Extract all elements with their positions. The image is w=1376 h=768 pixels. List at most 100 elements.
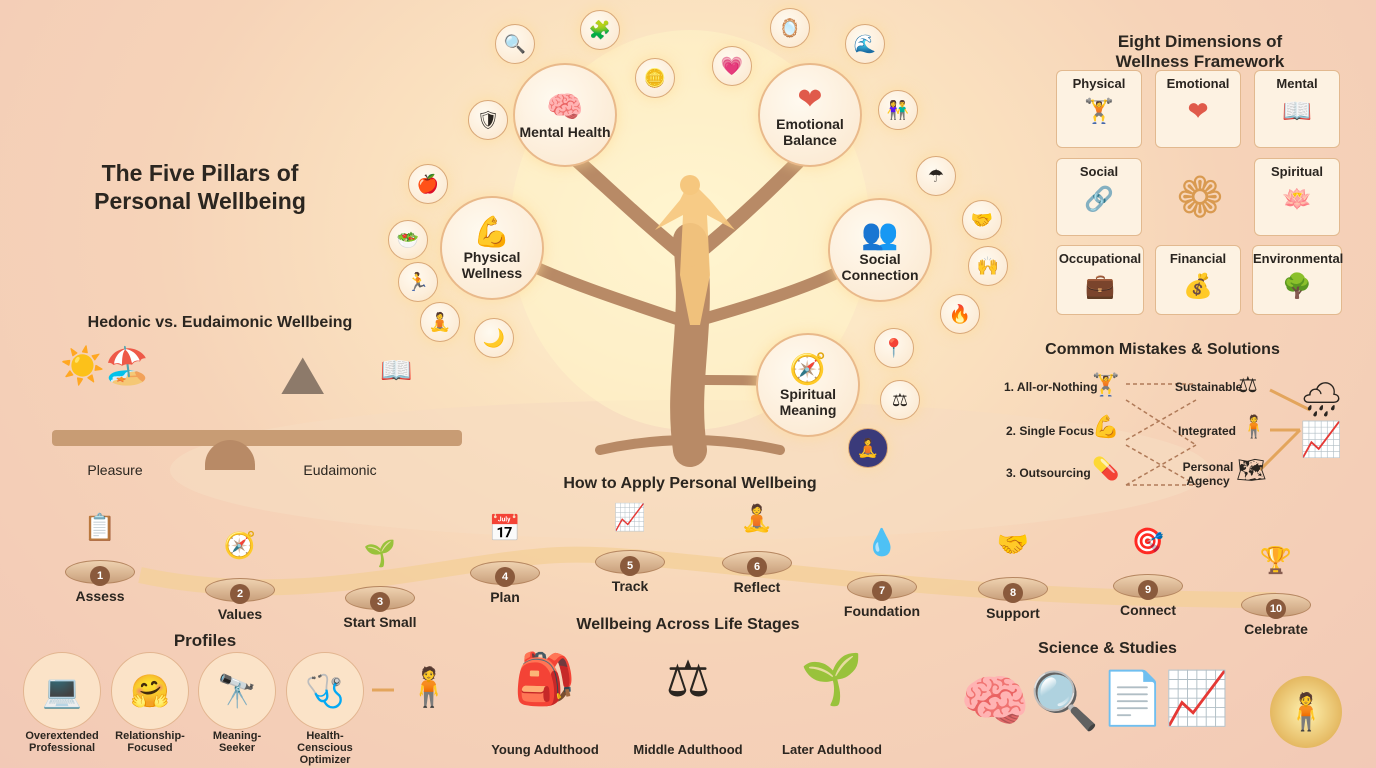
profile-label: Meaning-Seeker [212, 730, 262, 755]
mistakes-title: Common Mistakes & Solutions [1045, 341, 1280, 358]
title-line: Wellness Framework [1115, 52, 1285, 72]
step-label: Values [217, 606, 263, 622]
dumbbell-icon: 🏋 [1084, 98, 1114, 125]
step-number: 7 [872, 581, 892, 601]
main-title: The Five Pillars of Personal Wellbeing [60, 160, 340, 215]
profile-avatar: 🔭 [198, 652, 276, 730]
sleep-moon-icon: 🌙 [474, 318, 514, 358]
step-label: Assess [75, 588, 125, 604]
step-icon: 💧 [865, 527, 899, 557]
pillar-label: Spiritual Meaning [779, 386, 837, 418]
seesaw-plank [52, 430, 462, 446]
dimension-label: Spiritual [1270, 164, 1323, 179]
step-icon: 🏆 [1259, 545, 1293, 575]
balanced-figure-icon: 🧍 [405, 667, 453, 709]
solution-3: Personal Agency [1182, 460, 1234, 488]
dimension-label: Financial [1169, 251, 1227, 266]
dimension-label: Social [1079, 164, 1119, 179]
step-label: Plan [490, 589, 520, 605]
solution-1: Sustainable [1175, 380, 1243, 394]
couple-icon: 👫 [878, 90, 918, 130]
mistake-1: 1. All-or-Nothing [1004, 380, 1098, 394]
step-label: Celebrate [1244, 621, 1308, 637]
map-icon: 🗺 [1236, 457, 1267, 484]
heart-icon: ❤ [797, 83, 823, 117]
dimension-social: Social🔗 [1056, 158, 1142, 236]
coins-icon: 🪙 [635, 58, 675, 98]
dimension-spiritual: Spiritual🪷 [1254, 158, 1340, 236]
path-icon: 📍 [874, 328, 914, 368]
dimension-label: Occupational [1058, 251, 1142, 266]
life-stage-label: Middle Adulthood [633, 742, 743, 757]
profile-avatar: 🩺 [286, 652, 364, 730]
step-icon: 📈 [613, 502, 647, 532]
pill-bottle-icon: 💊 [1092, 456, 1120, 481]
step-number: 2 [230, 584, 250, 604]
waves-icon: 🌊 [845, 24, 885, 64]
glowing-person-icon: 🧍 [1270, 676, 1342, 748]
heart-icon: ❤ [1187, 98, 1209, 125]
step-number: 1 [90, 566, 110, 586]
step-number: 6 [747, 557, 767, 577]
book-icon: 📖 [1282, 98, 1312, 125]
research-papers-icon: 📄📈 [1100, 670, 1230, 728]
briefcase-icon: 💼 [1085, 273, 1115, 300]
main-title-line1: The Five Pillars of [101, 160, 299, 186]
step-label: Track [611, 578, 649, 594]
step-icon: 📅 [488, 513, 522, 543]
step-number: 5 [620, 556, 640, 576]
brain-icon: 🧠 [546, 90, 584, 124]
life-stage-label: Young Adulthood [491, 742, 599, 757]
muscle-icon: 💪 [1092, 414, 1120, 439]
main-title-line2: Personal Wellbeing [94, 187, 306, 214]
hedonic-title: Hedonic vs. Eudaimonic Wellbeing [87, 314, 353, 331]
step-icon: 🎯 [1131, 526, 1165, 556]
title-line: Eight Dimensions of [1117, 32, 1283, 51]
balance-figure-icon: ⚖ [1238, 372, 1258, 397]
solution-2: Integrated [1178, 424, 1237, 438]
dumbbell-figure-icon: 🏋 [1092, 372, 1120, 397]
coins-icon: 💰 [1183, 273, 1213, 300]
profile-label: Overextended Professional [25, 730, 99, 755]
integrated-figure-icon: 🧍 [1240, 414, 1268, 439]
step-icon: 📋 [83, 512, 117, 542]
growth-figure-icon: 🌧📈 [1300, 381, 1344, 459]
magnifier-icon: 🔍 [495, 24, 535, 64]
pillar-label: Mental Health [519, 123, 611, 140]
profile-avatar: 💻 [23, 652, 101, 730]
step-number: 9 [1138, 580, 1158, 600]
step-label: Support [986, 605, 1040, 621]
dimension-label: Environmental [1253, 251, 1344, 266]
pillar-label: Social Connection [841, 251, 919, 283]
life-stage-label: Later Adulthood [782, 742, 882, 757]
pillar-mental-health: 🧠Mental Health [513, 63, 617, 167]
life-stage-icon: ⚖ [665, 651, 711, 707]
mountain-icon: ⛰ [280, 346, 326, 406]
pillar-label: Physical Wellness [461, 249, 523, 281]
step-number: 4 [495, 567, 515, 587]
people-icon: 👥 [861, 218, 899, 252]
leisure-scene-icon: ☀️🏖️ [60, 345, 150, 386]
step-number: 10 [1266, 599, 1286, 619]
dimension-occupational: Occupational 💼 [1056, 245, 1144, 315]
step-number: 3 [370, 592, 390, 612]
umbrella-icon: ☂ [916, 156, 956, 196]
pillar-social-connection: 👥Social Connection [828, 198, 932, 302]
pillar-emotional-balance: ❤Emotional Balance [758, 63, 862, 167]
apple-icon: 🍎 [408, 164, 448, 204]
pleasure-label: Pleasure [87, 462, 143, 478]
shield-icon: 🛡 [468, 100, 508, 140]
life-stage-icon: 🎒 [513, 651, 577, 707]
science-title: Science & Studies [1038, 640, 1177, 657]
pillar-physical-wellness: 💪Physical Wellness [440, 196, 544, 300]
book-icon: 📖 [380, 355, 413, 385]
dimension-mental: Mental📖 [1254, 70, 1340, 148]
scales-icon: ⚖ [880, 380, 920, 420]
eight-dimensions-title: Eight Dimensions of Wellness Framework [1055, 32, 1345, 73]
step-icon: 🤝 [996, 529, 1030, 559]
campfire-icon: 🔥 [940, 294, 980, 334]
eudaimonic-label: Eudaimonic [303, 462, 377, 478]
handshake-icon: 🤝 [962, 200, 1002, 240]
apply-title: How to Apply Personal Wellbeing [563, 475, 817, 492]
dimension-environmental: Environmental🌳 [1252, 245, 1344, 315]
